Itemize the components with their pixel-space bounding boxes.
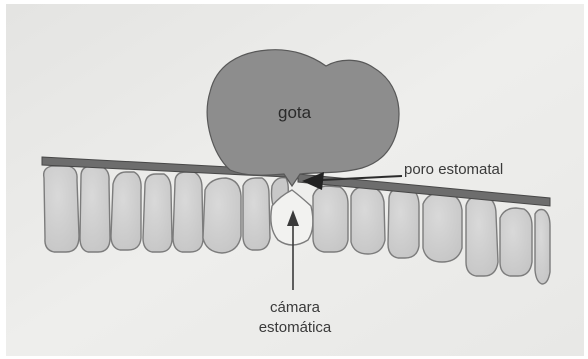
epidermal-cell — [173, 172, 203, 252]
epidermal-cell — [313, 186, 348, 252]
epidermal-cell — [500, 208, 532, 276]
epidermal-cell — [203, 178, 241, 253]
epidermal-cell — [111, 172, 141, 250]
stomatal-pore-label: poro estomatal — [404, 161, 503, 178]
epidermal-cell — [535, 210, 550, 285]
stomatal-chamber-label-line2: estomática — [250, 318, 340, 338]
stomatal-chamber-label: cámara estomática — [250, 298, 340, 338]
epidermal-cell — [388, 188, 419, 258]
epidermal-cell — [351, 186, 385, 254]
epidermal-cell — [80, 166, 110, 252]
drop-label: gota — [278, 103, 311, 123]
epidermal-cell — [423, 192, 462, 262]
epidermal-cell — [143, 174, 172, 252]
epidermal-cell — [243, 178, 270, 250]
epidermal-cell — [466, 196, 498, 276]
stomatal-chamber-label-line1: cámara — [250, 298, 340, 318]
epidermal-cell — [44, 166, 79, 252]
